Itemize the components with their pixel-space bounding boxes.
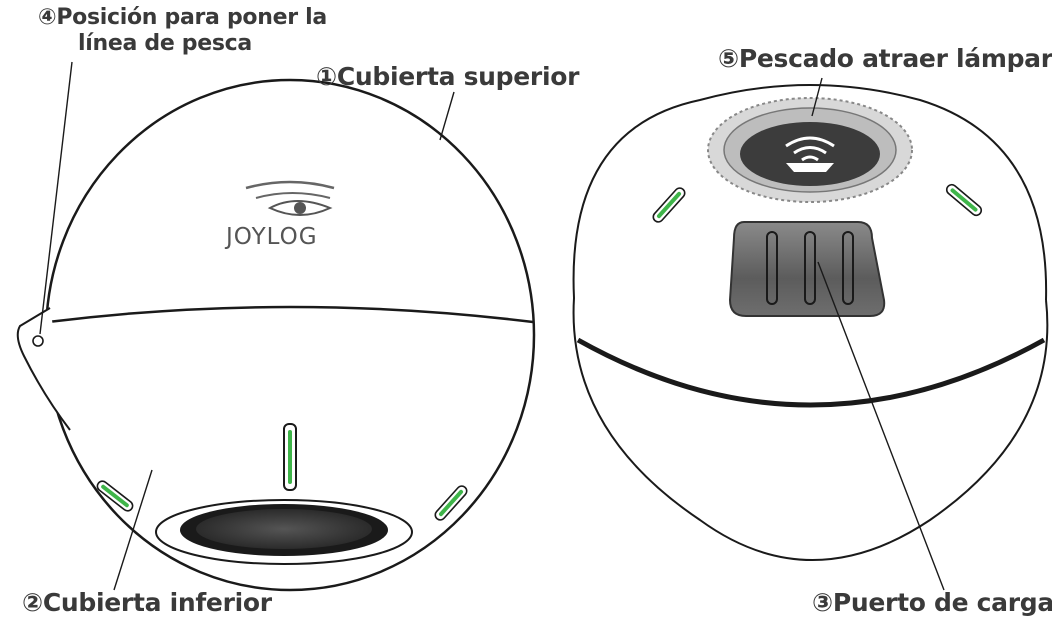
- camera-lens: [196, 509, 372, 549]
- lamp-base-glyph: [786, 163, 834, 172]
- left-led-strip: [96, 480, 134, 512]
- lamp-center: [740, 122, 880, 186]
- right-right-led-strip: [945, 183, 983, 217]
- leader-lines: [39, 61, 945, 591]
- label-charging-port: ③Puerto de carga: [812, 588, 1052, 617]
- wifi-signal-icon: [785, 136, 835, 162]
- right-sphere-body: [572, 297, 1049, 561]
- right-left-led-strip: [652, 187, 686, 223]
- right-led-strip: [434, 485, 468, 521]
- right-sphere-seam: [576, 337, 1046, 408]
- charging-port: [728, 221, 886, 317]
- label-fishing-line-position-2: línea de pesca: [78, 31, 252, 56]
- eye-logo-icon: [245, 180, 335, 216]
- label-fish-lamp: ⑤Pescado atraer lámpara: [718, 44, 1052, 73]
- charging-port-slots: [766, 231, 854, 305]
- label-bottom-cover: ②Cubierta inferior: [22, 588, 272, 617]
- right-sphere: [572, 84, 1049, 561]
- vertical-led-glow: [288, 430, 292, 484]
- label-fishing-line-position: ④Posición para poner la: [38, 5, 327, 30]
- left-sphere-seam: [47, 305, 534, 324]
- fishing-line-hole: [32, 335, 44, 347]
- brand-logo-text: JOYLOG: [226, 224, 318, 250]
- label-top-cover: ①Cubierta superior: [316, 62, 580, 91]
- left-sphere: [16, 78, 536, 592]
- fishing-line-tab: [16, 307, 71, 431]
